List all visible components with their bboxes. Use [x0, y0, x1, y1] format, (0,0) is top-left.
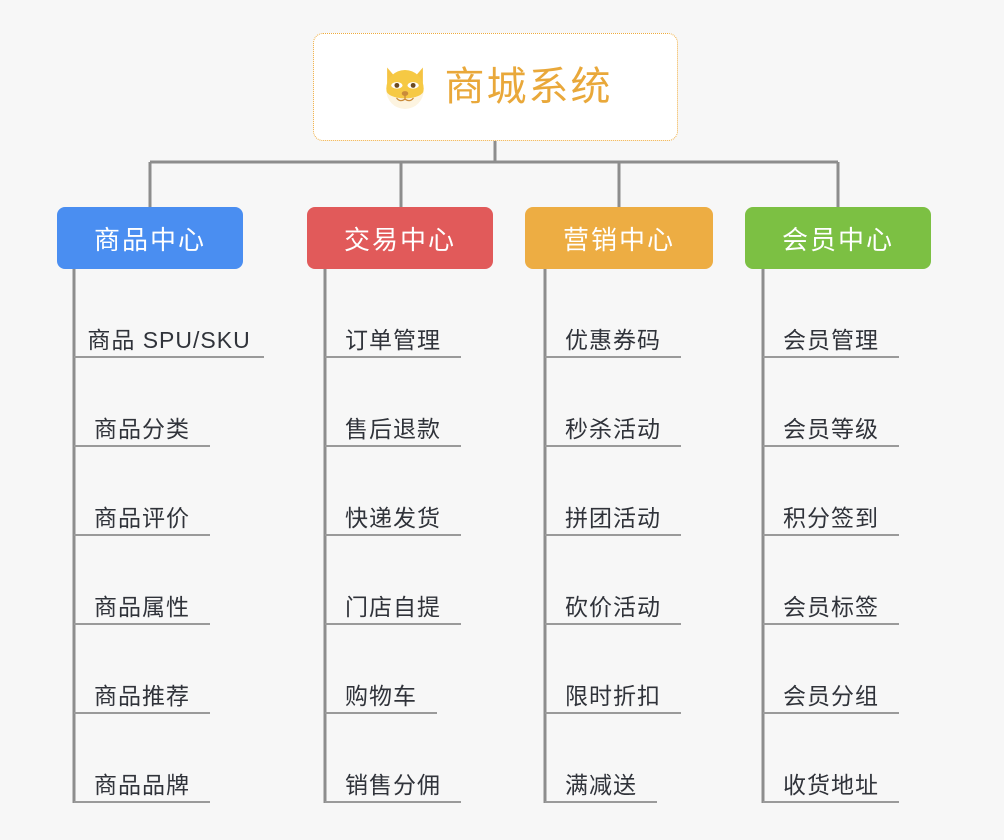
shiba-dog-face-icon: [385, 67, 424, 109]
leaf-item[interactable]: 商品分类: [74, 401, 210, 447]
leaf-item-label: 商品 SPU/SKU: [87, 326, 251, 353]
category-header-marketing-center[interactable]: 营销中心: [525, 207, 713, 269]
leaf-item[interactable]: 拼团活动: [545, 490, 681, 536]
leaf-item[interactable]: 商品品牌: [74, 757, 210, 803]
leaf-item[interactable]: 会员管理: [763, 312, 899, 358]
leaf-item-label: 会员管理: [783, 326, 879, 353]
leaf-item[interactable]: 积分签到: [763, 490, 899, 536]
category-header-label: 营销中心: [562, 224, 675, 255]
leaf-item-label: 订单管理: [345, 326, 441, 353]
leaf-item-label: 收货地址: [783, 771, 879, 798]
leaf-item[interactable]: 满减送: [545, 757, 657, 803]
leaf-item[interactable]: 商品推荐: [74, 668, 210, 714]
leaf-item[interactable]: 商品评价: [74, 490, 210, 536]
leaf-item[interactable]: 商品 SPU/SKU: [74, 312, 264, 358]
leaf-item-label: 会员标签: [783, 593, 879, 620]
leaf-item-label: 门店自提: [345, 593, 441, 620]
leaf-item-label: 商品属性: [94, 593, 190, 620]
leaf-item-label: 会员分组: [783, 682, 879, 709]
leaf-item[interactable]: 商品属性: [74, 579, 210, 625]
leaf-item[interactable]: 快递发货: [325, 490, 461, 536]
leaf-item-label: 商品评价: [94, 504, 190, 531]
leaf-item[interactable]: 会员等级: [763, 401, 899, 447]
leaf-item-label: 商品分类: [94, 415, 190, 442]
leaf-item-label: 积分签到: [783, 504, 879, 531]
leaf-item-label: 砍价活动: [565, 593, 661, 620]
root-title: 商城系统: [444, 65, 613, 109]
leaf-item[interactable]: 收货地址: [763, 757, 899, 803]
leaf-item-label: 优惠券码: [565, 326, 661, 353]
leaf-item-label: 拼团活动: [565, 504, 661, 531]
leaf-item-label: 购物车: [345, 682, 417, 709]
category-header-trade-center[interactable]: 交易中心: [307, 207, 493, 269]
category-header-label: 商品中心: [93, 224, 206, 255]
category-header-label: 交易中心: [343, 224, 456, 255]
root-node[interactable]: 商城系统: [313, 33, 678, 141]
leaf-item[interactable]: 会员分组: [763, 668, 899, 714]
leaf-item[interactable]: 订单管理: [325, 312, 461, 358]
leaf-item-label: 满减送: [565, 771, 637, 798]
leaf-item[interactable]: 会员标签: [763, 579, 899, 625]
leaf-item[interactable]: 门店自提: [325, 579, 461, 625]
leaf-item[interactable]: 购物车: [325, 668, 437, 714]
leaf-item-label: 销售分佣: [345, 771, 441, 798]
leaf-item[interactable]: 砍价活动: [545, 579, 681, 625]
leaf-item[interactable]: 售后退款: [325, 401, 461, 447]
leaf-item[interactable]: 秒杀活动: [545, 401, 681, 447]
category-header-member-center[interactable]: 会员中心: [745, 207, 931, 269]
category-header-product-center[interactable]: 商品中心: [57, 207, 243, 269]
leaf-item-label: 商品推荐: [94, 682, 190, 709]
leaf-item-label: 会员等级: [783, 415, 879, 442]
leaf-item-label: 售后退款: [345, 415, 441, 442]
leaf-item-label: 商品品牌: [94, 771, 190, 798]
leaf-item[interactable]: 优惠券码: [545, 312, 681, 358]
leaf-item[interactable]: 销售分佣: [325, 757, 461, 803]
category-header-label: 会员中心: [781, 224, 894, 255]
leaf-item-label: 秒杀活动: [565, 415, 661, 442]
leaf-item-label: 限时折扣: [565, 682, 661, 709]
leaf-item-label: 快递发货: [345, 504, 441, 531]
leaf-item[interactable]: 限时折扣: [545, 668, 681, 714]
